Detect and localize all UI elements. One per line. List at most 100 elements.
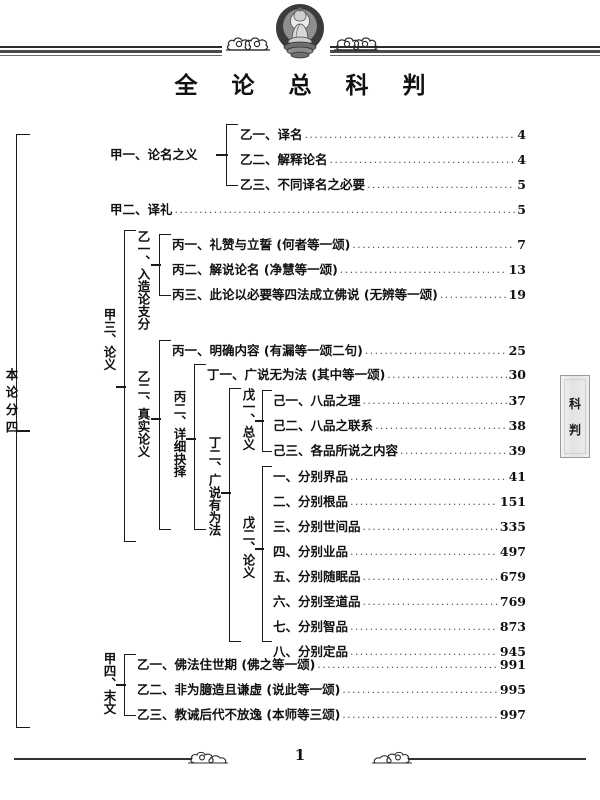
toc-entry[interactable]: 乙一、佛法住世期 (佛之等一颂) .......................… [137, 654, 526, 676]
toc-entry-label: 八、分别定品 [273, 644, 349, 659]
toc-entry-page: 41 [508, 469, 526, 484]
toc-entry-label: 乙二、非为臆造且谦虚 (说此等一颂) [137, 682, 341, 697]
bracket-wu2-tick [255, 548, 264, 550]
bracket-wu2 [262, 466, 272, 642]
toc-entry[interactable]: 丁一、广说无为法 (其中等一颂) .......................… [207, 364, 526, 386]
toc-entry-label: 丁一、广说无为法 (其中等一颂) [207, 367, 386, 382]
bracket-bing2 [194, 364, 206, 530]
group-label-jia3: 甲三、论义 [101, 308, 117, 371]
cloud-ornament-icon [226, 37, 270, 51]
bracket-jia3-tick [116, 386, 126, 388]
toc-entry-page: 37 [508, 393, 526, 408]
toc-entry[interactable]: 四、分别业品 .................................… [273, 541, 526, 563]
section-tab-char-2: 判 [568, 423, 581, 437]
footer-rule-right [408, 758, 586, 760]
group-label-yi1: 乙一、入造论支分 [135, 230, 151, 330]
toc-entry-label: 乙三、不同译名之必要 [240, 177, 366, 192]
toc-leader-dots: ........................................… [400, 444, 507, 457]
toc-entry[interactable]: 五、分别随眠品 ................................… [273, 566, 526, 588]
toc-leader-dots: ........................................… [329, 153, 516, 166]
toc-entry-label: 己二、八品之联系 [273, 418, 374, 433]
toc-entry[interactable]: 己二、八品之联系 ...............................… [273, 415, 526, 437]
toc-leader-dots: ........................................… [362, 394, 507, 407]
toc-entry[interactable]: 七、分别智品 .................................… [273, 616, 526, 638]
toc-leader-dots: ........................................… [342, 708, 498, 721]
group-label-ding2: 丁二、广说有为法 [206, 436, 222, 536]
toc-entry-page: 7 [517, 237, 526, 252]
toc-entry[interactable]: 乙三、教诫后代不放逸 (本师等三颂) .....................… [137, 704, 526, 726]
toc-leader-dots: ........................................… [350, 620, 498, 633]
toc-entry[interactable]: 丙二、解说论名 (净慧等一颂) ........................… [172, 259, 526, 281]
toc-entry[interactable]: 丙三、此论以必要等四法成立佛说 (无辨等一颂) ................… [172, 284, 526, 306]
seated-buddha-icon [276, 4, 324, 59]
toc-entry-page: 335 [499, 519, 526, 534]
group-label-jia1-text: 甲一、论名之义 [110, 147, 198, 162]
group-label-wu1: 戊一、总义 [240, 388, 256, 451]
toc-entry-page: 991 [499, 657, 526, 672]
toc-entry-page: 945 [499, 644, 526, 659]
toc-entry[interactable]: 八、分别定品 .................................… [273, 641, 526, 663]
toc-leader-dots: ........................................… [362, 570, 498, 583]
toc-entry[interactable]: 乙二、解释论名 ................................… [240, 149, 526, 171]
toc-entry[interactable]: 三、分别世间品 ................................… [273, 516, 526, 538]
toc-entry-page: 5 [517, 177, 526, 192]
toc-entry-page: 30 [508, 367, 526, 382]
section-tab-inner: 科 判 [564, 379, 586, 454]
toc-entry-page: 39 [508, 443, 526, 458]
toc-leader-dots: ........................................… [350, 470, 507, 483]
toc-leader-dots: ........................................… [350, 495, 498, 508]
cloud-ornament-icon [188, 751, 228, 764]
toc-entry-page: 4 [517, 127, 526, 142]
toc-entry-label: 己一、八品之理 [273, 393, 361, 408]
bracket-yi2 [159, 340, 171, 530]
toc-entry[interactable]: 一、分别界品 .................................… [273, 466, 526, 488]
toc-entry[interactable]: 乙三、不同译名之必要 .............................… [240, 174, 526, 196]
toc-entry-page: 19 [508, 287, 526, 302]
cloud-ornament-icon [372, 751, 412, 764]
toc-entry[interactable]: 丙一、礼赞与立誓 (何者等一颂) .......................… [172, 234, 526, 256]
group-label-jia4: 甲四、末文 [101, 652, 117, 715]
toc-entry[interactable]: 己一、八品之理 ................................… [273, 390, 526, 412]
bracket-yi2-tick [151, 418, 161, 420]
group-label-yi2: 乙二、真实论义 [135, 370, 151, 458]
toc-entry-label: 丙二、解说论名 (净慧等一颂) [172, 262, 338, 277]
toc-entry[interactable]: 二、分别根品 .................................… [273, 491, 526, 513]
toc-entry-page: 13 [508, 262, 526, 277]
toc-entry-page: 995 [499, 682, 526, 697]
bracket-jia4-tick [116, 684, 126, 686]
toc-entry[interactable]: 乙二、非为臆造且谦虚 (说此等一颂) .....................… [137, 679, 526, 701]
page-footer: 1 [0, 742, 600, 782]
section-tab-kepan[interactable]: 科 判 [560, 375, 590, 458]
toc-entry[interactable]: 丙一、明确内容 (有漏等一颂二句) ......................… [172, 340, 526, 362]
toc-leader-dots: ........................................… [364, 344, 507, 357]
toc-entry-page: 38 [508, 418, 526, 433]
toc-entry-label: 二、分别根品 [273, 494, 349, 509]
toc-entry-page: 25 [508, 343, 526, 358]
toc-entry[interactable]: 六、分别圣道品 ................................… [273, 591, 526, 613]
toc-entry-label: 丙一、明确内容 (有漏等一颂二句) [172, 343, 363, 358]
toc-entry[interactable]: 甲二、译礼 ..................................… [110, 199, 526, 221]
toc-leader-dots: ........................................… [304, 128, 516, 141]
toc-entry[interactable]: 乙一、译名 ..................................… [240, 124, 526, 146]
toc-tree: 本论分四 甲一、论名之义 乙一、译名 .....................… [0, 118, 600, 742]
group-label-bing2: 丙二、详细抉择 [171, 390, 187, 478]
toc-entry-label: 甲二、译礼 [110, 202, 173, 217]
page-title: 全 论 总 科 判 [174, 73, 439, 99]
toc-leader-dots: ........................................… [367, 178, 515, 191]
toc-leader-dots: ........................................… [350, 645, 498, 658]
toc-entry[interactable]: 己三、各品所说之内容 .............................… [273, 440, 526, 462]
bracket-root-tick [16, 430, 30, 432]
toc-entry-page: 5 [517, 202, 526, 217]
toc-entry-page: 679 [499, 569, 526, 584]
toc-entry-label: 己三、各品所说之内容 [273, 443, 399, 458]
bracket-ding2 [229, 388, 241, 642]
toc-leader-dots: ........................................… [362, 595, 498, 608]
toc-leader-dots: ........................................… [375, 419, 507, 432]
page-number: 1 [294, 746, 306, 764]
toc-leader-dots: ........................................… [439, 288, 507, 301]
footer-rule-left [14, 758, 192, 760]
page-header: 全 论 总 科 判 [0, 0, 600, 118]
section-tab-char-1: 科 [568, 397, 581, 411]
toc-leader-dots: ........................................… [174, 203, 516, 216]
